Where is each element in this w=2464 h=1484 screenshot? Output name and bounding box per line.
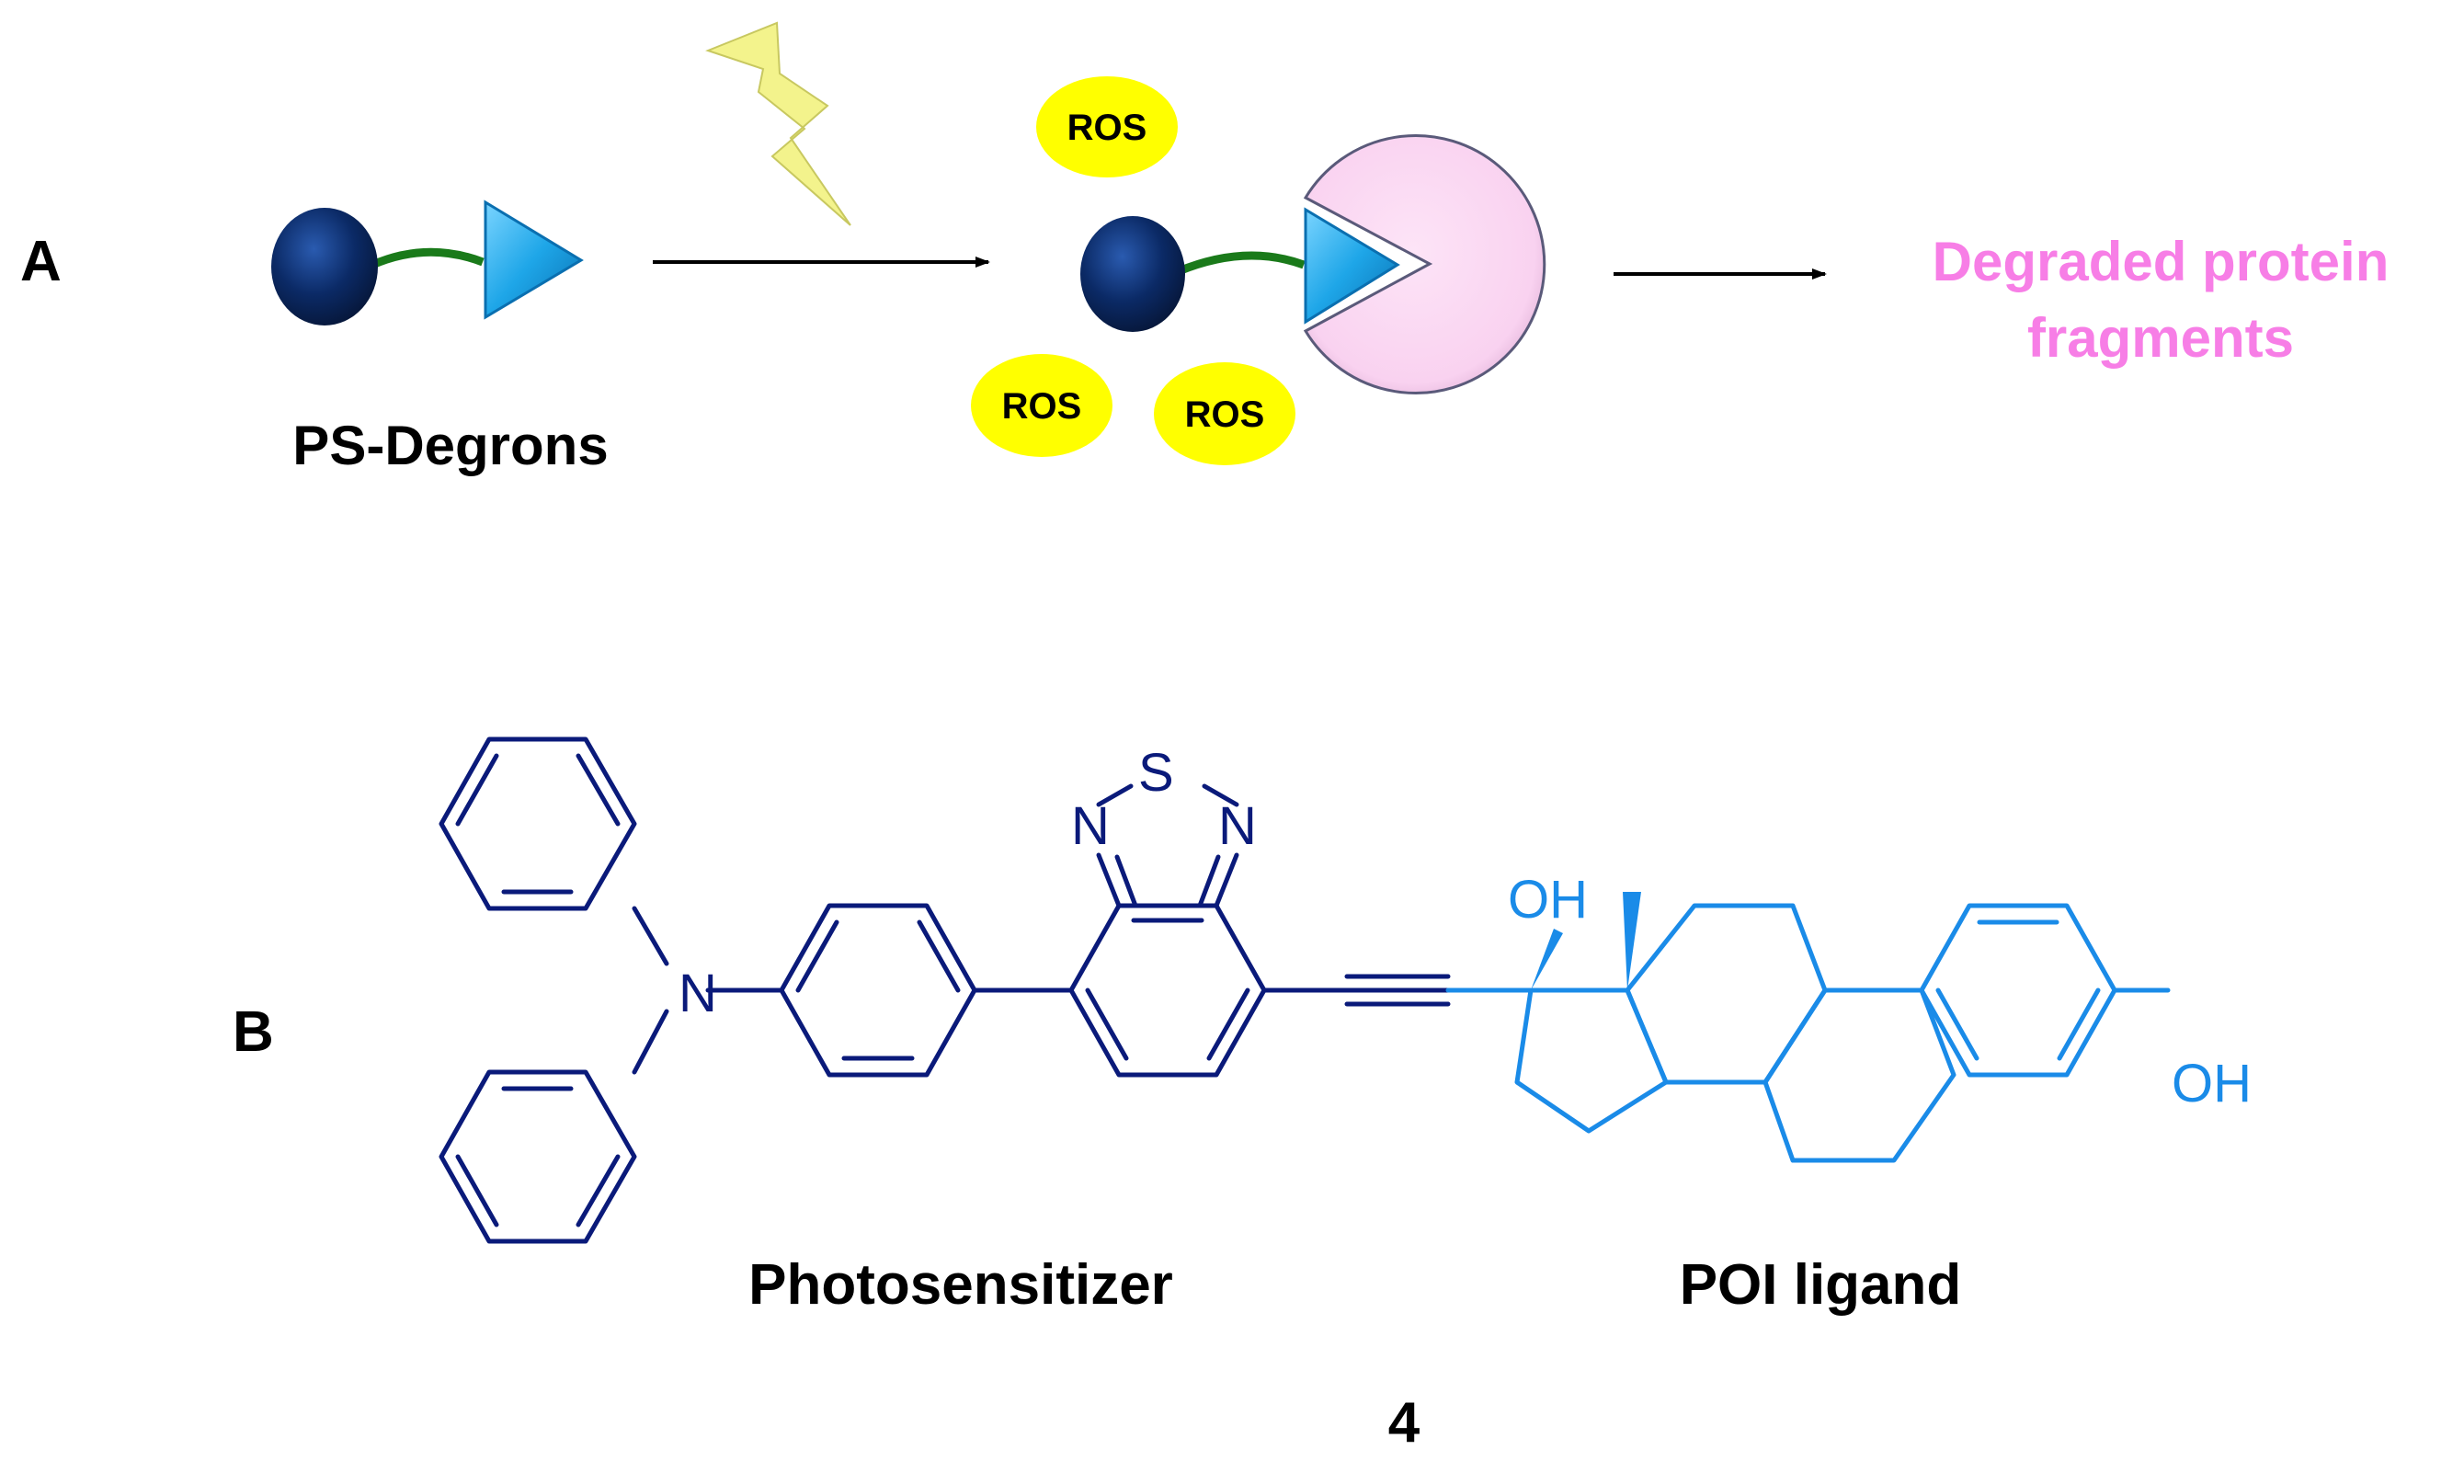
atom-s: S [1138, 743, 1174, 803]
photosensitizer-structure [439, 736, 1451, 1244]
ros-label-right: ROS [1185, 394, 1265, 435]
poi-ligand-structure [1445, 903, 2171, 1163]
atom-n-amine: N [679, 964, 717, 1023]
atom-oh-17: OH [1508, 870, 1588, 930]
panel-a-label: A [20, 230, 62, 293]
compound-number: 4 [1388, 1391, 1420, 1455]
degradation-scene [1080, 134, 1546, 394]
steroid-ring-d [1514, 987, 1669, 1134]
pacman-protease [1303, 134, 1546, 394]
ros-label-left: ROS [1002, 386, 1082, 427]
wedge-bond-oh [1531, 929, 1563, 990]
poi-ligand-label: POI ligand [1680, 1253, 1962, 1317]
ros-label-top: ROS [1067, 108, 1147, 148]
ps-degrons-label: PS-Degrons [292, 415, 608, 476]
linker-2 [1177, 251, 1306, 276]
photosensitizer-sphere [271, 208, 378, 325]
steroid-ring-c [1625, 903, 1828, 1085]
panel-b-label: B [233, 1000, 274, 1064]
phenyl-ring-bottom [439, 1069, 637, 1244]
lightning-bolt-icon [705, 21, 851, 226]
phenyl-ring-top [439, 736, 637, 911]
linker [371, 247, 485, 269]
degron-triangle-2 [1304, 207, 1400, 325]
degraded-fragments-label-line1: Degraded protein [1933, 231, 2390, 292]
degron-triangle [484, 200, 584, 320]
degraded-fragments-label-line2: fragments [2027, 307, 2294, 369]
photosensitizer-sphere-2 [1080, 216, 1185, 332]
steroid-ring-b [1762, 987, 1956, 1163]
atom-n-left: N [1071, 796, 1110, 856]
steroid-ring-a [1919, 903, 2117, 1078]
ps-degron-construct [271, 200, 584, 325]
photosensitizer-label: Photosensitizer [748, 1253, 1173, 1317]
phenylene-ring [779, 903, 977, 1078]
atom-oh-3: OH [2172, 1054, 2252, 1113]
atom-n-right: N [1218, 796, 1257, 856]
ros-bubble-right: ROS [1154, 362, 1295, 465]
wedge-bond-methyl [1623, 892, 1641, 990]
benzothiadiazole-benzo-ring [1068, 903, 1267, 1078]
ros-bubble-left: ROS [971, 354, 1112, 457]
ros-bubble-top: ROS [1036, 76, 1178, 177]
